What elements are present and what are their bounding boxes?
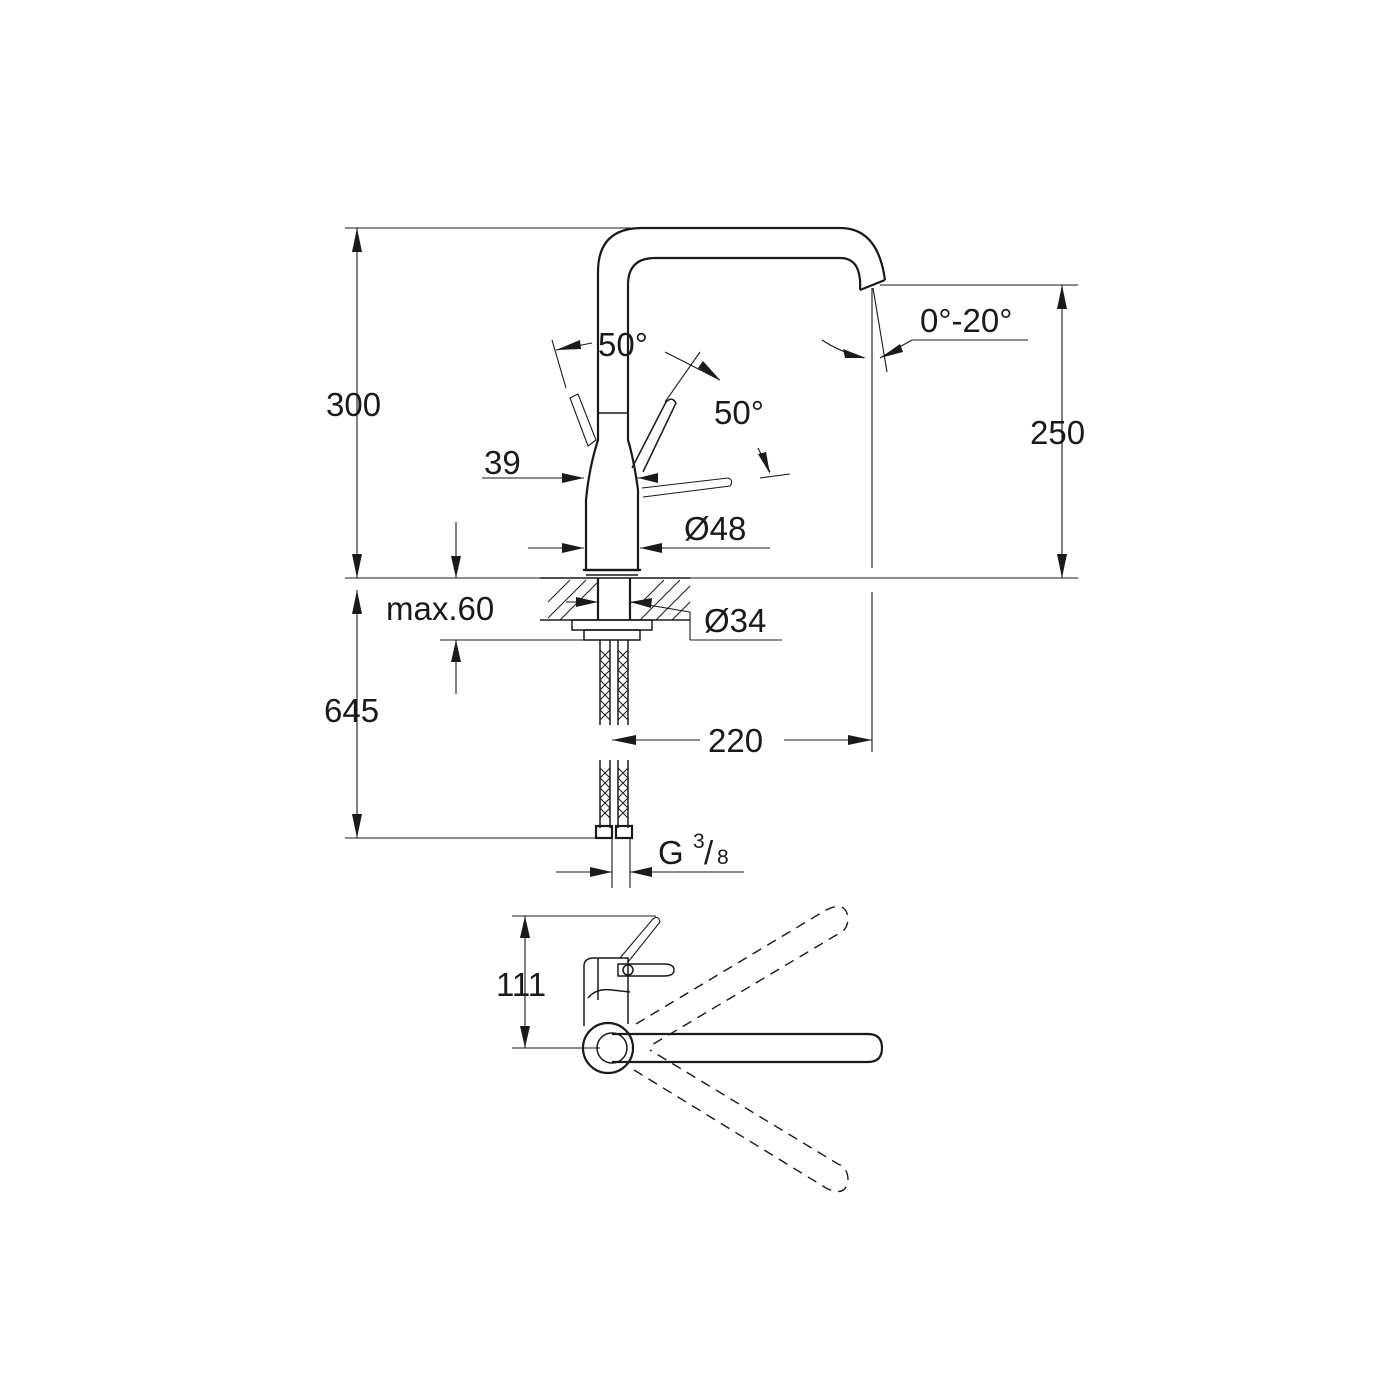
hose-fitting-right	[614, 824, 634, 840]
label-lever-angle-side: 50°	[714, 394, 764, 431]
spout-tilt-line	[872, 287, 888, 373]
mounting-nut	[571, 619, 653, 631]
side-view	[345, 226, 1078, 888]
label-spout-height: 250	[1030, 414, 1085, 451]
counter-hatching	[547, 579, 691, 621]
label-spout-tilt: 0°-20°	[920, 302, 1012, 339]
lever-top	[617, 963, 675, 977]
lever-front	[631, 398, 677, 473]
label-hose-length: 645	[324, 692, 379, 729]
label-thread-slash: /	[704, 834, 714, 871]
lever-ghost-left	[569, 393, 597, 447]
lever-knob	[622, 964, 634, 976]
lever-ghost-right	[641, 477, 733, 498]
top-view	[581, 905, 884, 1193]
label-hole-diameter: Ø34	[704, 602, 766, 639]
hoses-upper	[599, 640, 629, 725]
spout-swivel-upper	[635, 905, 849, 1047]
spout-tip	[859, 278, 886, 292]
label-deck-thickness: max.60	[386, 590, 494, 627]
label-top-view-height: 111	[496, 966, 546, 1003]
body-top	[583, 957, 629, 1026]
spout-outer	[596, 226, 887, 413]
label-overall-height: 300	[326, 386, 381, 423]
label-lever-angle-front: 50°	[598, 326, 648, 363]
dimension-lines	[345, 227, 1078, 1049]
body-top-inner	[587, 988, 631, 999]
lever-top-ghost	[619, 916, 661, 963]
label-thread-letter: G	[658, 834, 684, 871]
hose-fitting-left	[594, 824, 614, 840]
label-thread-denominator: 8	[717, 846, 729, 869]
hoses-lower	[594, 760, 634, 840]
base-ring-inner	[596, 1032, 628, 1064]
label-thread-numerator: 3	[693, 830, 705, 853]
label-body-diameter: Ø48	[684, 510, 746, 547]
spout-top-main	[612, 1032, 884, 1064]
spout-inner	[626, 256, 862, 413]
spout-swivel-lower	[633, 1049, 849, 1193]
label-spout-reach: 220	[708, 722, 763, 759]
label-lever-offset: 39	[484, 444, 521, 481]
base-ring-outer	[581, 1021, 635, 1075]
dimension-labels: 300 250 0°-20° 50° 50° 39 Ø48 max.60 Ø34…	[324, 302, 1085, 1003]
faucet-body	[584, 413, 640, 572]
mounting-washer	[583, 629, 641, 641]
